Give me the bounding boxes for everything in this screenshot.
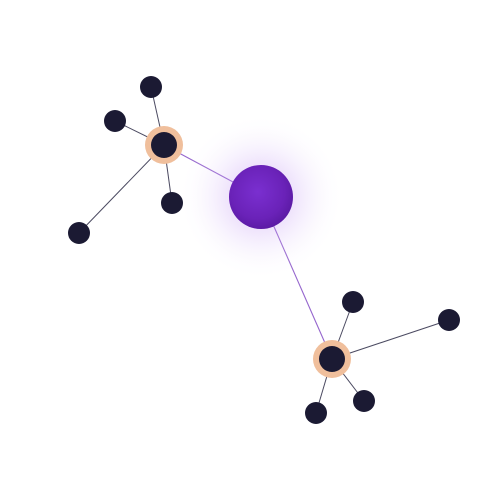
- node-b2[interactable]: [438, 309, 460, 331]
- leaf-node[interactable]: [104, 110, 126, 132]
- leaf-node[interactable]: [305, 402, 327, 424]
- nodes-layer: [68, 76, 460, 424]
- node-a1[interactable]: [140, 76, 162, 98]
- node-a4[interactable]: [68, 222, 90, 244]
- node-b1[interactable]: [342, 291, 364, 313]
- node-hub-a[interactable]: [145, 126, 183, 164]
- leaf-node[interactable]: [353, 390, 375, 412]
- primary-hub-node[interactable]: [229, 165, 293, 229]
- node-b3[interactable]: [353, 390, 375, 412]
- leaf-node[interactable]: [68, 222, 90, 244]
- hub-core[interactable]: [151, 132, 177, 158]
- node-hub-b[interactable]: [313, 340, 351, 378]
- leaf-node[interactable]: [140, 76, 162, 98]
- leaf-node[interactable]: [161, 192, 183, 214]
- leaf-node[interactable]: [438, 309, 460, 331]
- hub-core[interactable]: [319, 346, 345, 372]
- edge-hub-b-b2: [331, 319, 450, 360]
- edge-hub-a-a4: [78, 144, 165, 234]
- node-a3[interactable]: [161, 192, 183, 214]
- node-center[interactable]: [177, 113, 345, 281]
- node-a2[interactable]: [104, 110, 126, 132]
- node-b4[interactable]: [305, 402, 327, 424]
- leaf-node[interactable]: [342, 291, 364, 313]
